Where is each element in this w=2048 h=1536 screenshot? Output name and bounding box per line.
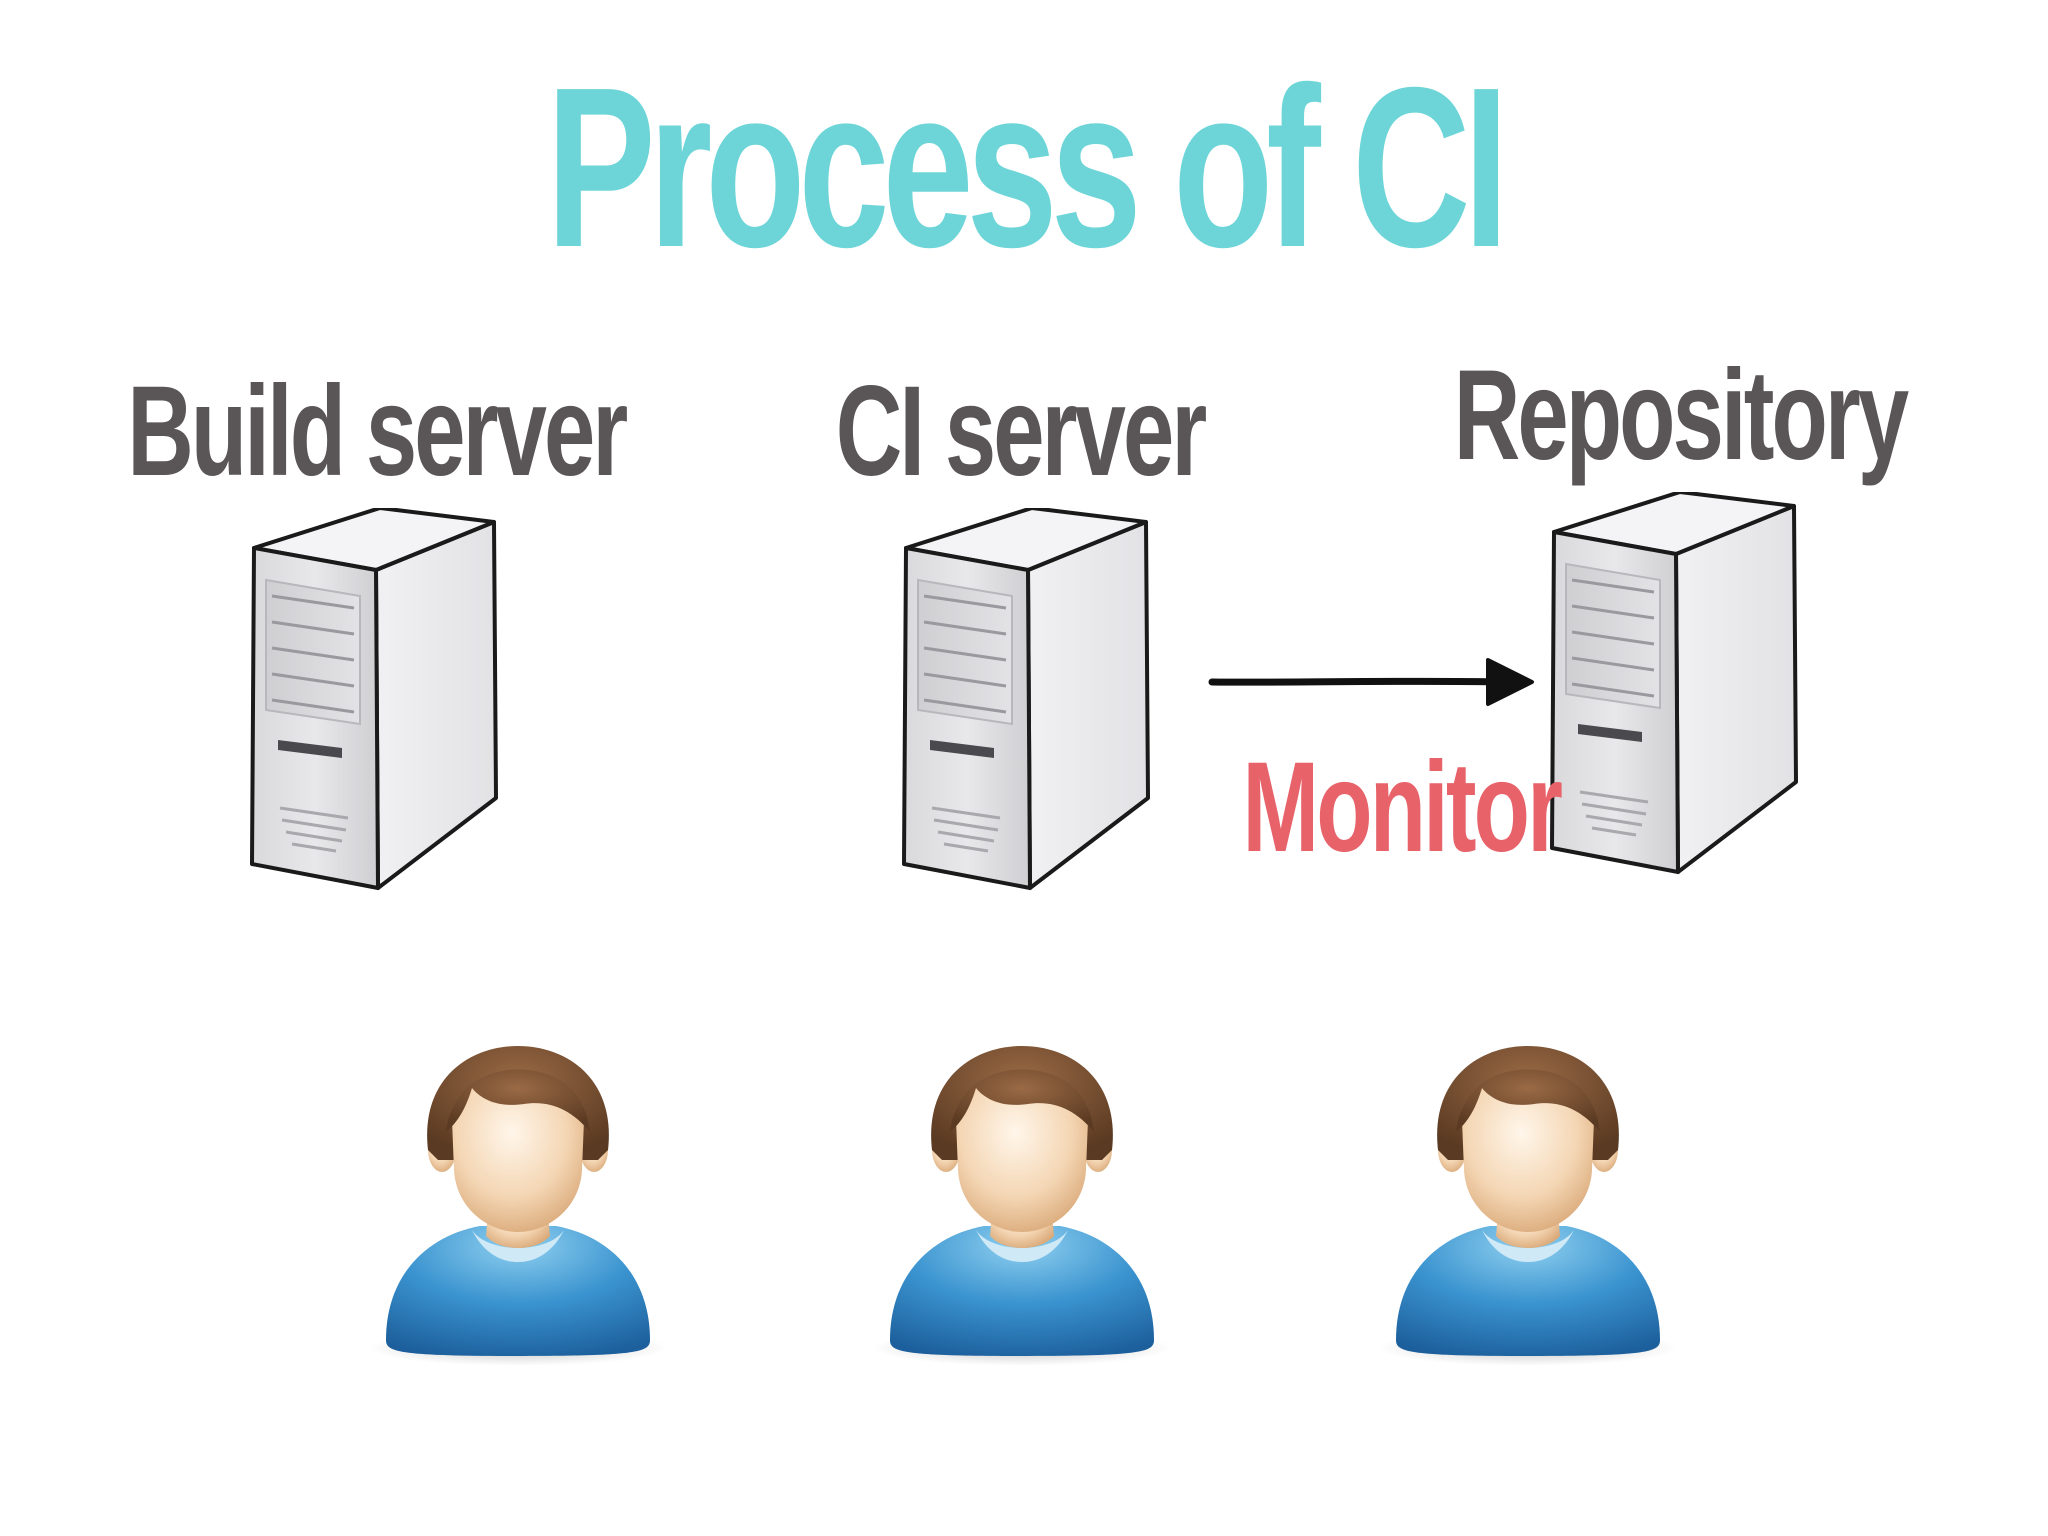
slide-title: Process of CI [546,41,1509,295]
ci-server-label: CI server [835,360,1207,503]
arrow-shaft [1208,677,1512,686]
ci-server-node [900,508,1160,898]
user-icon [1378,1040,1678,1370]
developer-3 [1378,1040,1678,1370]
server-icon [248,508,508,898]
user-icon [368,1040,668,1370]
monitor-edge-label: Monitor [1242,736,1563,879]
monitor-arrow [1208,658,1534,706]
arrow-head [1486,658,1534,706]
build-server-label: Build server [127,360,628,503]
build-server-node [248,508,508,898]
developer-1 [368,1040,668,1370]
repository-node [1548,492,1808,882]
server-icon [1548,492,1808,882]
user-icon [872,1040,1172,1370]
server-icon [900,508,1160,898]
repository-label: Repository [1453,344,1909,487]
developer-2 [872,1040,1172,1370]
